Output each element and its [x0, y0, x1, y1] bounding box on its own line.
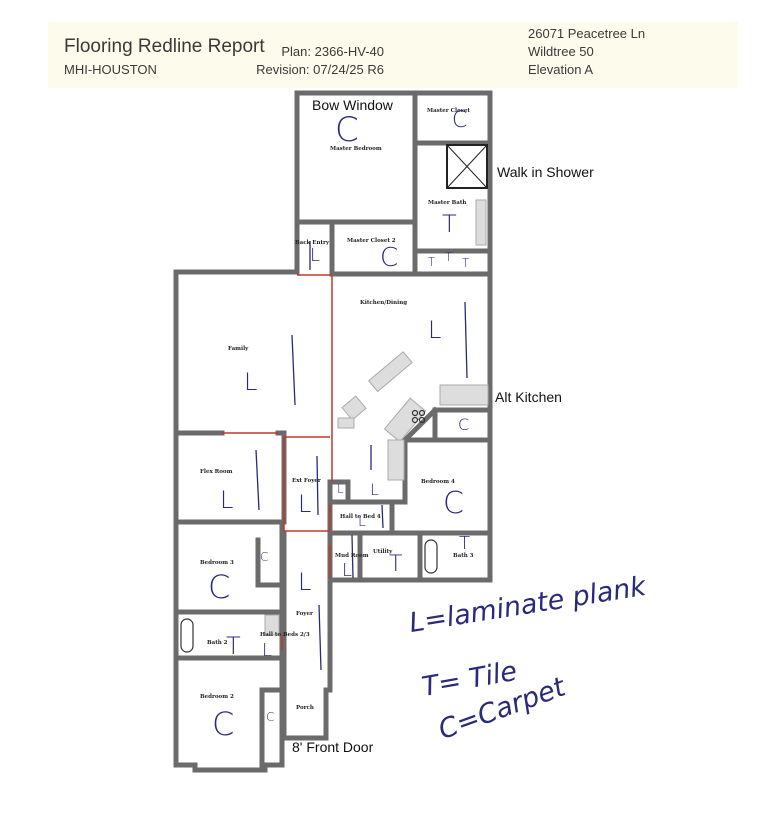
room-label-bath-2: Bath 2: [207, 640, 228, 646]
room-label-master-closet: Master Closet: [427, 108, 470, 114]
mark-master-closet-2: C: [380, 243, 399, 273]
room-label-master-bath: Master Bath: [428, 200, 467, 206]
mark-master-bath: T: [442, 210, 457, 238]
mark-flex-room: L: [220, 486, 234, 514]
mark-bedroom-3-closet: C: [260, 550, 269, 564]
mark-master-closet: C: [452, 108, 468, 133]
mark-master-bath-wc2: T: [445, 250, 453, 264]
plan-number: Plan: 2366-HV-40: [281, 44, 384, 59]
mark-kitchen-hall: L: [370, 480, 379, 499]
report-subtitle: MHI-HOUSTON: [64, 62, 157, 77]
mark-kitchen-dining: L: [428, 316, 442, 344]
room-label-bedroom-4: Bedroom 4: [421, 479, 455, 485]
mark-family: L: [244, 368, 258, 396]
mark-hall-to-bed4: L: [358, 514, 366, 530]
mark-mud-room: L: [342, 560, 353, 581]
mark-bedroom-3: C: [208, 568, 231, 606]
room-label-porch: Porch: [296, 705, 314, 711]
room-label-master-bedroom: Master Bedroom: [330, 146, 382, 152]
room-label-mud-room: Mud Room: [335, 553, 369, 559]
room-label-family: Family: [228, 346, 249, 352]
room-label-flex-room: Flex Room: [200, 469, 233, 475]
mark-utility: T: [389, 552, 403, 577]
room-label-hall-to-beds: Hall to Beds 2/3: [260, 632, 310, 638]
room-label-kitchen-dining: Kitchen/Dining: [360, 300, 408, 306]
room-label-hall-to-bed4: Hall to Bed 4: [340, 514, 381, 520]
bow-window-note: Bow Window: [312, 97, 393, 113]
mark-bedroom-2: C: [212, 705, 235, 743]
mark-bedroom-2-closet: C: [266, 710, 275, 724]
address-community: Wildtree 50: [528, 44, 594, 59]
mark-foyer: L: [298, 568, 312, 596]
room-label-back-entry: Back Entry: [295, 240, 330, 246]
mark-bedroom-4-closet: C: [458, 415, 470, 434]
mark-master-bedroom: C: [335, 110, 359, 150]
room-label-bath-3: Bath 3: [453, 553, 474, 559]
mark-back-entry: L: [310, 245, 321, 266]
front-door-note: 8' Front Door: [292, 739, 374, 755]
mark-small-closet: L: [337, 482, 344, 496]
mark-ext-foyer: L: [298, 490, 312, 518]
mark-bath-3: T: [459, 533, 470, 554]
room-label-master-closet-2: Master Closet 2: [347, 238, 396, 244]
mark-master-bath-wc3: T: [462, 256, 470, 270]
room-label-bedroom-2: Bedroom 2: [200, 694, 234, 700]
address-street: 26071 Peacetree Ln: [528, 26, 646, 41]
room-label-foyer: Foyer: [296, 611, 313, 617]
address-elevation: Elevation A: [528, 62, 594, 77]
room-label-ext-foyer: Ext Foyer: [292, 478, 321, 484]
report-header: Flooring Redline Report MHI-HOUSTON Plan…: [48, 22, 738, 88]
room-label-utility: Utility: [373, 549, 393, 555]
mark-bedroom-4: C: [443, 486, 464, 521]
report-title: Flooring Redline Report: [64, 36, 265, 57]
mark-hall-to-beds: L: [262, 640, 273, 661]
room-label-bedroom-3: Bedroom 3: [200, 560, 234, 566]
alt-kitchen-note: Alt Kitchen: [495, 389, 562, 405]
mark-master-bath-wc1: T: [428, 255, 436, 269]
revision: Revision: 07/24/25 R6: [256, 62, 384, 77]
walk-in-shower-note: Walk in Shower: [497, 164, 594, 180]
mark-bath-2: T: [226, 632, 241, 660]
